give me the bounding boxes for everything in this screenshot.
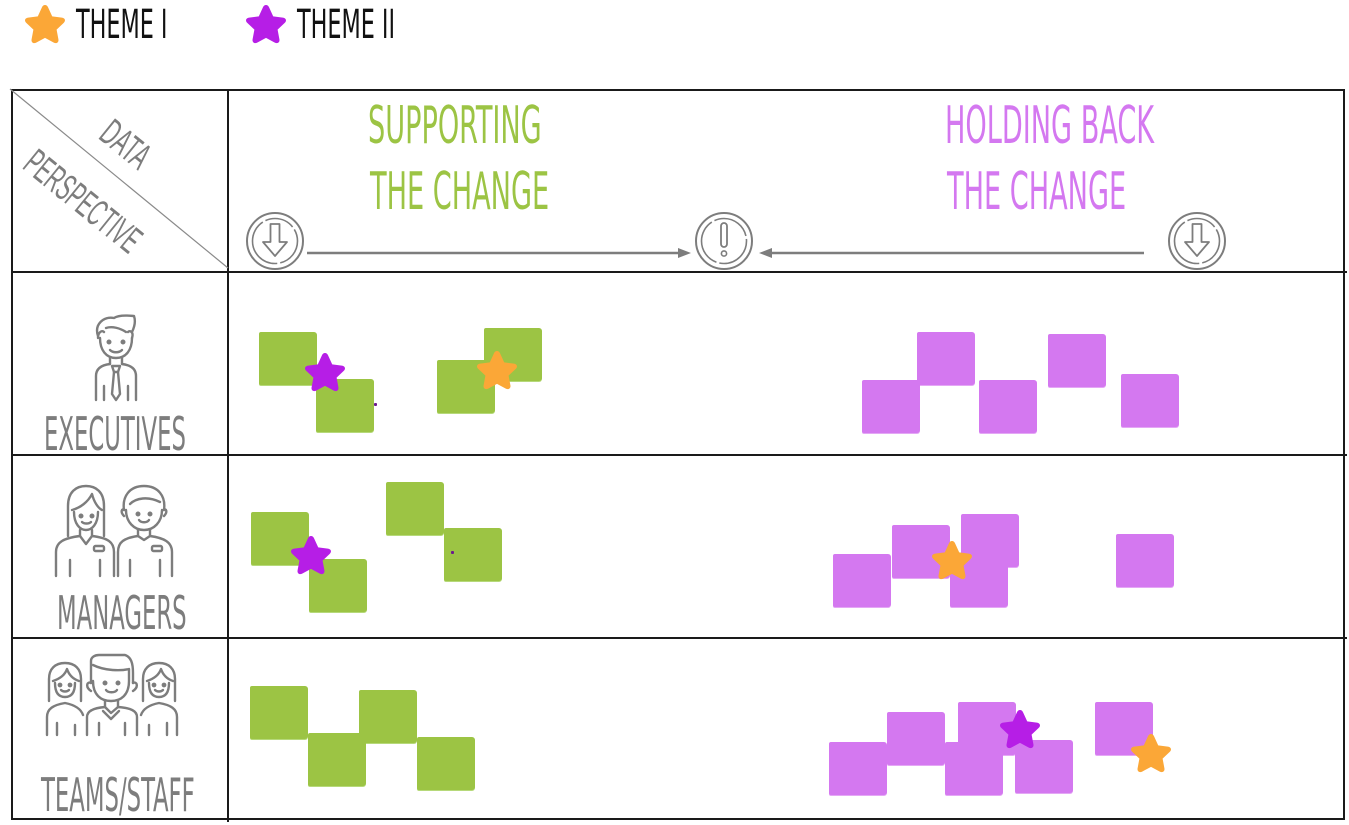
star-icon[interactable]: [302, 351, 348, 395]
sticky-note-holding-back[interactable]: [862, 380, 920, 433]
star-icon: [243, 3, 289, 47]
row-label-teams-staff: TEAMS/STAFF: [41, 768, 195, 822]
exclamation-circle-icon: [694, 211, 754, 271]
sticky-note-supporting[interactable]: [250, 686, 308, 739]
sticky-note-holding-back[interactable]: [1121, 374, 1179, 427]
note-marker-dot: [451, 551, 454, 554]
team-group-icon: [45, 653, 179, 737]
legend-theme-ii: THEME II: [243, 4, 455, 46]
arrow-down-circle-icon: [1167, 211, 1227, 271]
star-icon: [22, 3, 68, 47]
note-marker-dot: [374, 403, 377, 406]
star-icon[interactable]: [288, 534, 334, 578]
sticky-note-supporting[interactable]: [444, 528, 502, 581]
sticky-note-holding-back[interactable]: [917, 332, 975, 385]
holding-title-line2: THE CHANGE: [947, 162, 1127, 222]
arrow-down-circle-icon: [245, 211, 305, 271]
supporting-title-line1: SUPPORTING: [368, 96, 542, 156]
sticky-note-supporting[interactable]: [259, 332, 317, 385]
scale-arrow-left: [759, 248, 1144, 258]
row-label-executives: EXECUTIVES: [44, 407, 186, 461]
star-icon[interactable]: [474, 349, 520, 393]
sticky-note-supporting[interactable]: [386, 482, 444, 535]
star-icon[interactable]: [929, 539, 975, 583]
scale-arrow-right: [307, 248, 691, 258]
supporting-title-line2: THE CHANGE: [370, 162, 550, 222]
sticky-note-holding-back[interactable]: [887, 712, 945, 765]
sticky-note-holding-back[interactable]: [979, 380, 1037, 433]
sticky-note-holding-back[interactable]: [1116, 534, 1174, 587]
sticky-note-supporting[interactable]: [359, 690, 417, 743]
managers-pair-icon: [54, 484, 174, 578]
corner-diagonal: [9, 88, 229, 269]
star-icon[interactable]: [1128, 732, 1174, 776]
sticky-note-supporting[interactable]: [308, 733, 366, 786]
executive-person-icon: [94, 314, 138, 402]
sticky-note-holding-back[interactable]: [1048, 334, 1106, 387]
legend-theme-i-label: THEME I: [76, 2, 168, 48]
sticky-note-holding-back[interactable]: [833, 554, 891, 607]
star-icon[interactable]: [997, 708, 1043, 752]
holding-title-line1: HOLDING BACK: [945, 96, 1155, 156]
row-divider: [11, 271, 1347, 273]
sticky-note-holding-back[interactable]: [945, 742, 1003, 795]
row-divider: [11, 454, 1347, 456]
sticky-note-supporting[interactable]: [316, 379, 374, 432]
sticky-note-supporting[interactable]: [417, 737, 475, 790]
column-divider: [227, 89, 229, 822]
row-divider: [11, 637, 1347, 639]
legend-theme-i: THEME I: [22, 4, 224, 46]
legend-theme-ii-label: THEME II: [297, 2, 396, 48]
sticky-note-holding-back[interactable]: [829, 742, 887, 795]
sticky-note-holding-back[interactable]: [1015, 740, 1073, 793]
row-label-managers: MANAGERS: [57, 586, 187, 640]
